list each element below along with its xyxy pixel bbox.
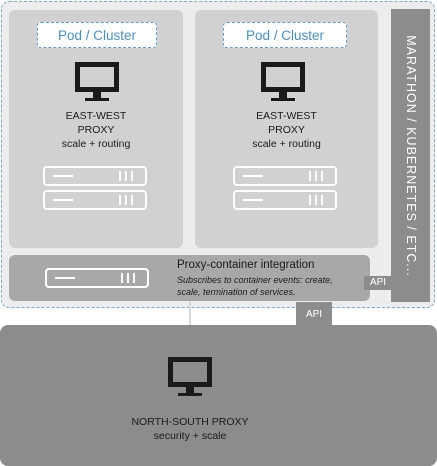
proxy-role-line: scale + routing	[61, 138, 131, 150]
server-rack-icon	[43, 166, 147, 210]
server-unit	[45, 268, 149, 288]
north-south-proxy-label: NORTH-SOUTH PROXY security + scale	[0, 415, 380, 443]
proxy-name: EAST-WEST PROXY scale + routing	[9, 109, 183, 151]
monitor-icon	[75, 62, 119, 101]
proxy-name-line: EAST-WEST	[65, 110, 127, 122]
proxy-word-line: PROXY	[268, 124, 305, 136]
north-south-role: security + scale	[153, 430, 227, 442]
server-rack-icon	[45, 268, 149, 288]
proxy-word-line: PROXY	[77, 124, 115, 136]
pod-right: Pod / Cluster EAST-WEST PROXY scale + ro…	[195, 10, 378, 248]
connector-line	[189, 301, 191, 325]
server-unit	[43, 166, 147, 186]
orchestrator-api-tag: API	[364, 276, 392, 290]
monitor-icon	[261, 62, 305, 101]
integration-description: Subscribes to container events: create, …	[177, 274, 333, 298]
server-unit	[233, 190, 337, 210]
integration-title: Proxy-container integration	[177, 259, 315, 271]
integration-description-line: Subscribes to container events: create,	[177, 275, 333, 285]
proxy-name-line: EAST-WEST	[256, 110, 317, 122]
server-unit	[43, 190, 147, 210]
pod-label: Pod / Cluster	[37, 22, 157, 48]
pod-left: Pod / Cluster EAST-WEST PROXY scale + ro…	[9, 10, 183, 248]
monitor-icon	[168, 357, 212, 396]
north-south-proxy: NORTH-SOUTH PROXY security + scale	[0, 325, 437, 466]
north-south-api-tag: API	[296, 302, 332, 328]
integration-description-line: scale, termination of services.	[177, 287, 296, 297]
server-rack-icon	[233, 166, 337, 210]
orchestrator-label: MARATHON / KUBERNETES / ETC...	[403, 34, 418, 277]
proxy-container-integration: Proxy-container integration Subscribes t…	[9, 255, 370, 301]
pod-label: Pod / Cluster	[223, 22, 347, 48]
proxy-name: EAST-WEST PROXY scale + routing	[195, 109, 378, 151]
proxy-role-line: scale + routing	[252, 138, 321, 150]
north-south-name: NORTH-SOUTH PROXY	[131, 416, 249, 428]
server-unit	[233, 166, 337, 186]
orchestrator-sidebar: MARATHON / KUBERNETES / ETC...	[391, 9, 430, 302]
